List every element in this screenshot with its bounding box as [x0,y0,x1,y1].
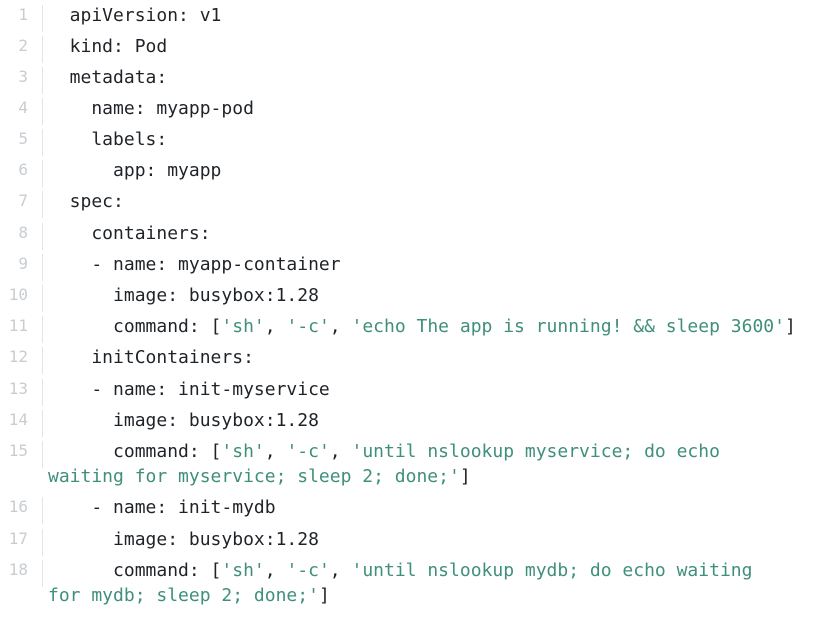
code-text: command: ['sh', '-c', 'echo The app is r… [48,316,796,337]
string-token: for mydb; sleep 2; done;' [48,585,319,606]
gutter-rule [42,160,43,187]
line-number: 16 [8,497,28,516]
gutter-rule [42,36,43,63]
line-number: 8 [18,223,28,242]
code-token: , [264,560,287,581]
code-token: , [329,560,352,581]
code-text: image: busybox:1.28 [48,529,319,550]
gutter-rule [42,529,43,556]
line-number: 11 [8,316,28,335]
line-number: 4 [18,98,28,117]
code-token: , [329,316,352,337]
gutter-rule [42,441,43,468]
gutter-rule [42,129,43,156]
gutter-rule [42,5,43,32]
code-text: containers: [48,223,211,244]
gutter-rule [42,497,43,524]
line-number: 9 [18,254,28,273]
code-token: command: [ [48,316,222,337]
line-number: 1 [18,5,28,24]
code-token: , [264,441,287,462]
line-number: 15 [8,441,28,460]
code-token: ] [459,466,471,487]
code-text: image: busybox:1.28 [48,410,319,431]
code-text: app: myapp [48,160,222,181]
code-token: command: [ [48,441,222,462]
code-text: kind: Pod [48,36,168,57]
code-text: - name: init-myservice [48,379,330,400]
line-number: 7 [18,191,28,210]
string-token: 'until nslookup myservice; do echo [351,441,720,462]
line-number: 17 [8,529,28,548]
code-token: , [329,441,352,462]
code-text: apiVersion: v1 [48,5,222,26]
line-number: 3 [18,67,28,86]
line-number: 5 [18,129,28,148]
string-token: 'sh' [221,441,265,462]
gutter-rule [42,191,43,218]
gutter-rule [42,410,43,437]
code-token: ] [784,316,796,337]
string-token: '-c' [286,316,330,337]
code-text: command: ['sh', '-c', 'until nslookup my… [48,560,752,581]
line-number: 14 [8,410,28,429]
code-text: labels: [48,129,168,150]
line-number: 18 [8,560,28,579]
code-text-wrapped: for mydb; sleep 2; done;'] [48,585,330,606]
code-text: spec: [48,191,124,212]
string-token: 'sh' [221,316,265,337]
string-token: waiting for myservice; sleep 2; done;' [48,466,460,487]
line-number: 13 [8,379,28,398]
code-token: ] [318,585,330,606]
gutter-rule [42,285,43,312]
code-text: name: myapp-pod [48,98,254,119]
gutter-rule [42,347,43,374]
string-token: '-c' [286,560,330,581]
gutter-rule [42,254,43,281]
string-token: '-c' [286,441,330,462]
line-number: 10 [8,285,28,304]
gutter-rule [42,223,43,250]
code-text: - name: myapp-container [48,254,341,275]
code-text-wrapped: waiting for myservice; sleep 2; done;'] [48,466,471,487]
string-token: 'until nslookup mydb; do echo waiting [351,560,753,581]
line-number: 6 [18,160,28,179]
line-number: 2 [18,36,28,55]
code-token: command: [ [48,560,222,581]
code-text: image: busybox:1.28 [48,285,319,306]
code-text: metadata: [48,67,168,88]
code-text: - name: init-mydb [48,497,276,518]
string-token: 'sh' [221,560,265,581]
gutter-rule [42,316,43,343]
line-number: 12 [8,347,28,366]
gutter-rule [42,560,43,587]
gutter-rule [42,67,43,94]
code-token: , [264,316,287,337]
gutter-rule [42,98,43,125]
string-token: 'echo The app is running! && sleep 3600' [351,316,785,337]
gutter-rule [42,379,43,406]
code-text: command: ['sh', '-c', 'until nslookup my… [48,441,720,462]
code-text: initContainers: [48,347,254,368]
